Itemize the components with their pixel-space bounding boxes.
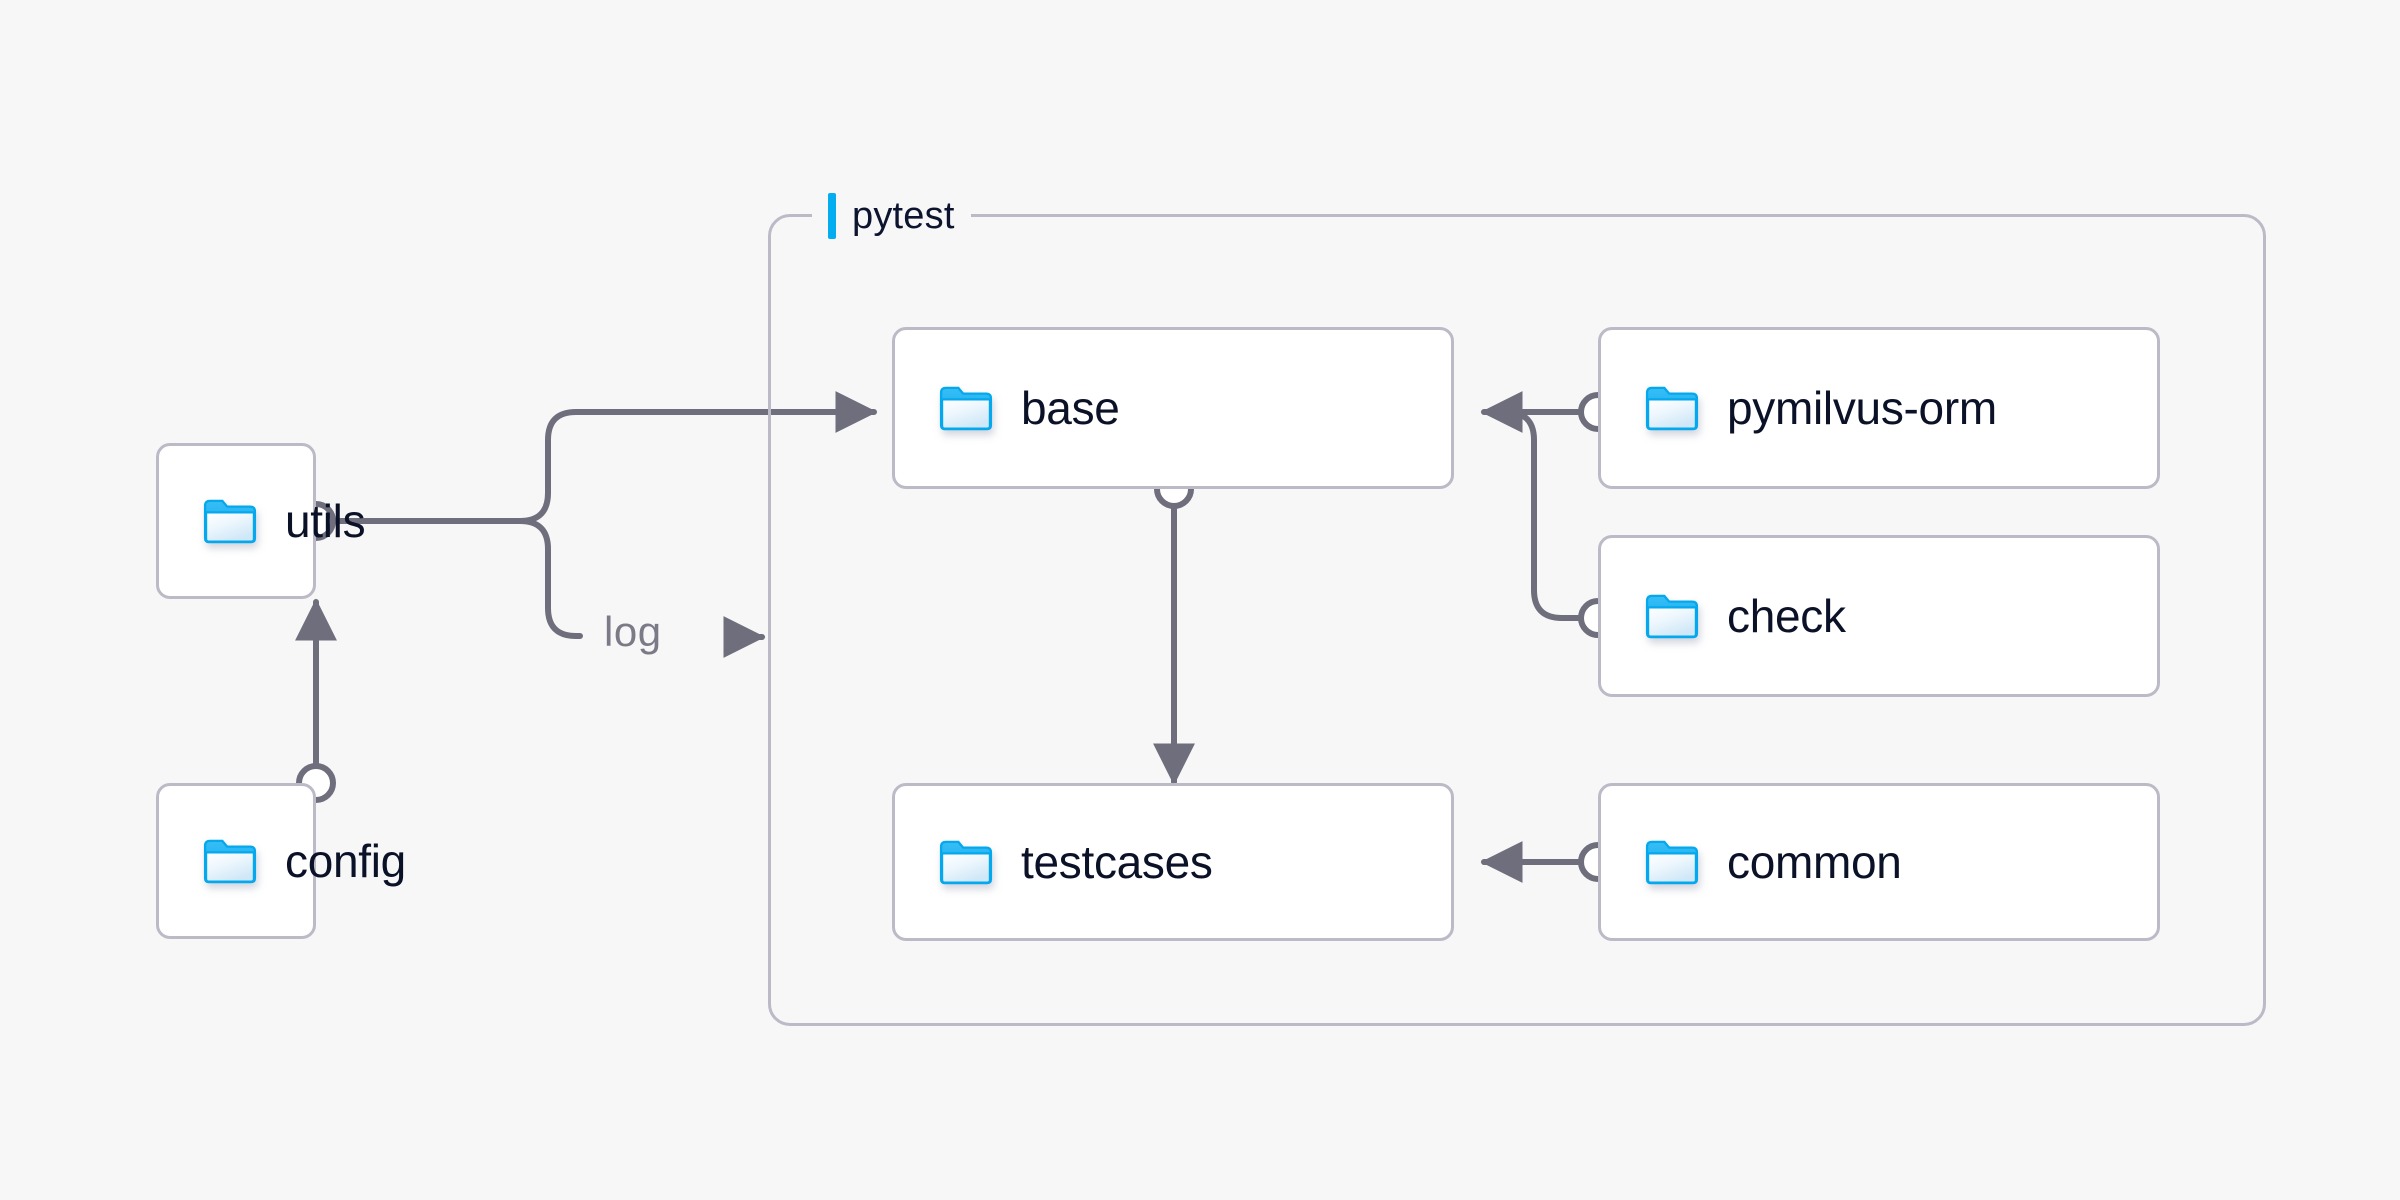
folder-icon [939, 840, 993, 885]
folder-icon [1645, 840, 1699, 885]
edge-utils-log [517, 518, 583, 639]
node-testcases[interactable]: testcases [892, 783, 1454, 941]
group-pytest[interactable] [768, 214, 2266, 1026]
group-pytest-label: pytest [812, 188, 971, 244]
node-common-label: common [1727, 836, 1902, 888]
group-title: pytest [852, 194, 955, 237]
node-check-label: check [1727, 590, 1846, 642]
edge-label-log: log [604, 608, 662, 655]
folder-icon [1645, 386, 1699, 431]
folder-icon [203, 839, 257, 884]
folder-icon [939, 386, 993, 431]
node-check[interactable]: check [1598, 535, 2160, 697]
node-utils[interactable]: utils [156, 443, 366, 599]
node-common[interactable]: common [1598, 783, 2160, 941]
node-utils-label: utils [285, 495, 366, 547]
node-pymilvus-orm-label: pymilvus-orm [1727, 382, 1997, 434]
folder-icon [203, 499, 257, 544]
node-pymilvus-orm[interactable]: pymilvus-orm [1598, 327, 2160, 489]
node-testcases-label: testcases [1021, 836, 1213, 888]
node-base[interactable]: base [892, 327, 1454, 489]
accent-bar-icon [828, 193, 836, 239]
folder-icon [1645, 594, 1699, 639]
node-config[interactable]: config [156, 783, 406, 939]
node-base-label: base [1021, 382, 1120, 434]
node-config-label: config [285, 835, 406, 887]
